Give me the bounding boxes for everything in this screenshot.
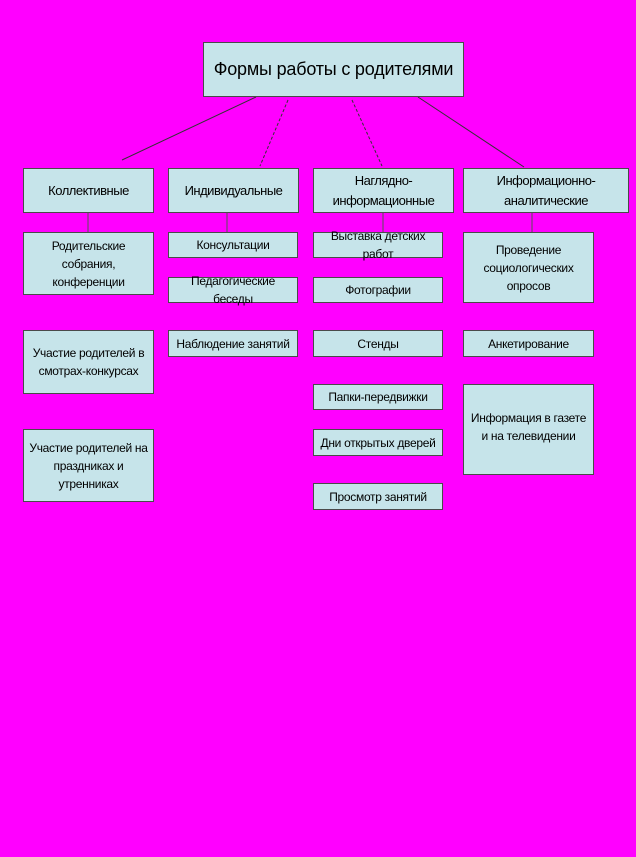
item-roditelskie-sobraniya: Родительские собрания, конференции <box>23 232 154 295</box>
item-stendy: Стенды <box>313 330 443 357</box>
header-naglyadnye: Наглядно-информационные <box>313 168 454 213</box>
item-konsultacii: Консультации <box>168 232 298 258</box>
item-dni-otkrytyh-dverey: Дни открытых дверей <box>313 429 443 456</box>
item-nablyudenie-zanyatiy: Наблюдение занятий <box>168 330 298 357</box>
item-papki: Папки-передвижки <box>313 384 443 410</box>
header-individualnye: Индивидуальные <box>168 168 299 213</box>
connector-kollektivnye <box>121 96 257 161</box>
item-gazeta-televidenie: Информация в газете и на телевидении <box>463 384 594 475</box>
diagram-title: Формы работы с родителями <box>203 42 464 97</box>
item-prazdniki: Участие родителей на праздниках и утренн… <box>23 429 154 502</box>
item-prosmotr-zanyatiy: Просмотр занятий <box>313 483 443 510</box>
connector-naglyadnye <box>351 99 383 167</box>
item-fotografii: Фотографии <box>313 277 443 303</box>
item-vystavka: Выставка детских работ <box>313 229 443 261</box>
connector-analiticheskie <box>417 96 525 168</box>
header-analiticheskie: Информационно-аналитические <box>463 168 629 213</box>
item-smotry-konkursy: Участие родителей в смотрах-конкурсах <box>23 330 154 394</box>
header-kollektivnye: Коллективные <box>23 168 154 213</box>
connector-individualnye <box>259 99 289 167</box>
item-pedagogicheskie-besedy: Педагогические беседы <box>168 274 298 306</box>
item-oprosy: Проведение социологических опросов <box>463 232 594 303</box>
item-anketirovanie: Анкетирование <box>463 330 594 357</box>
